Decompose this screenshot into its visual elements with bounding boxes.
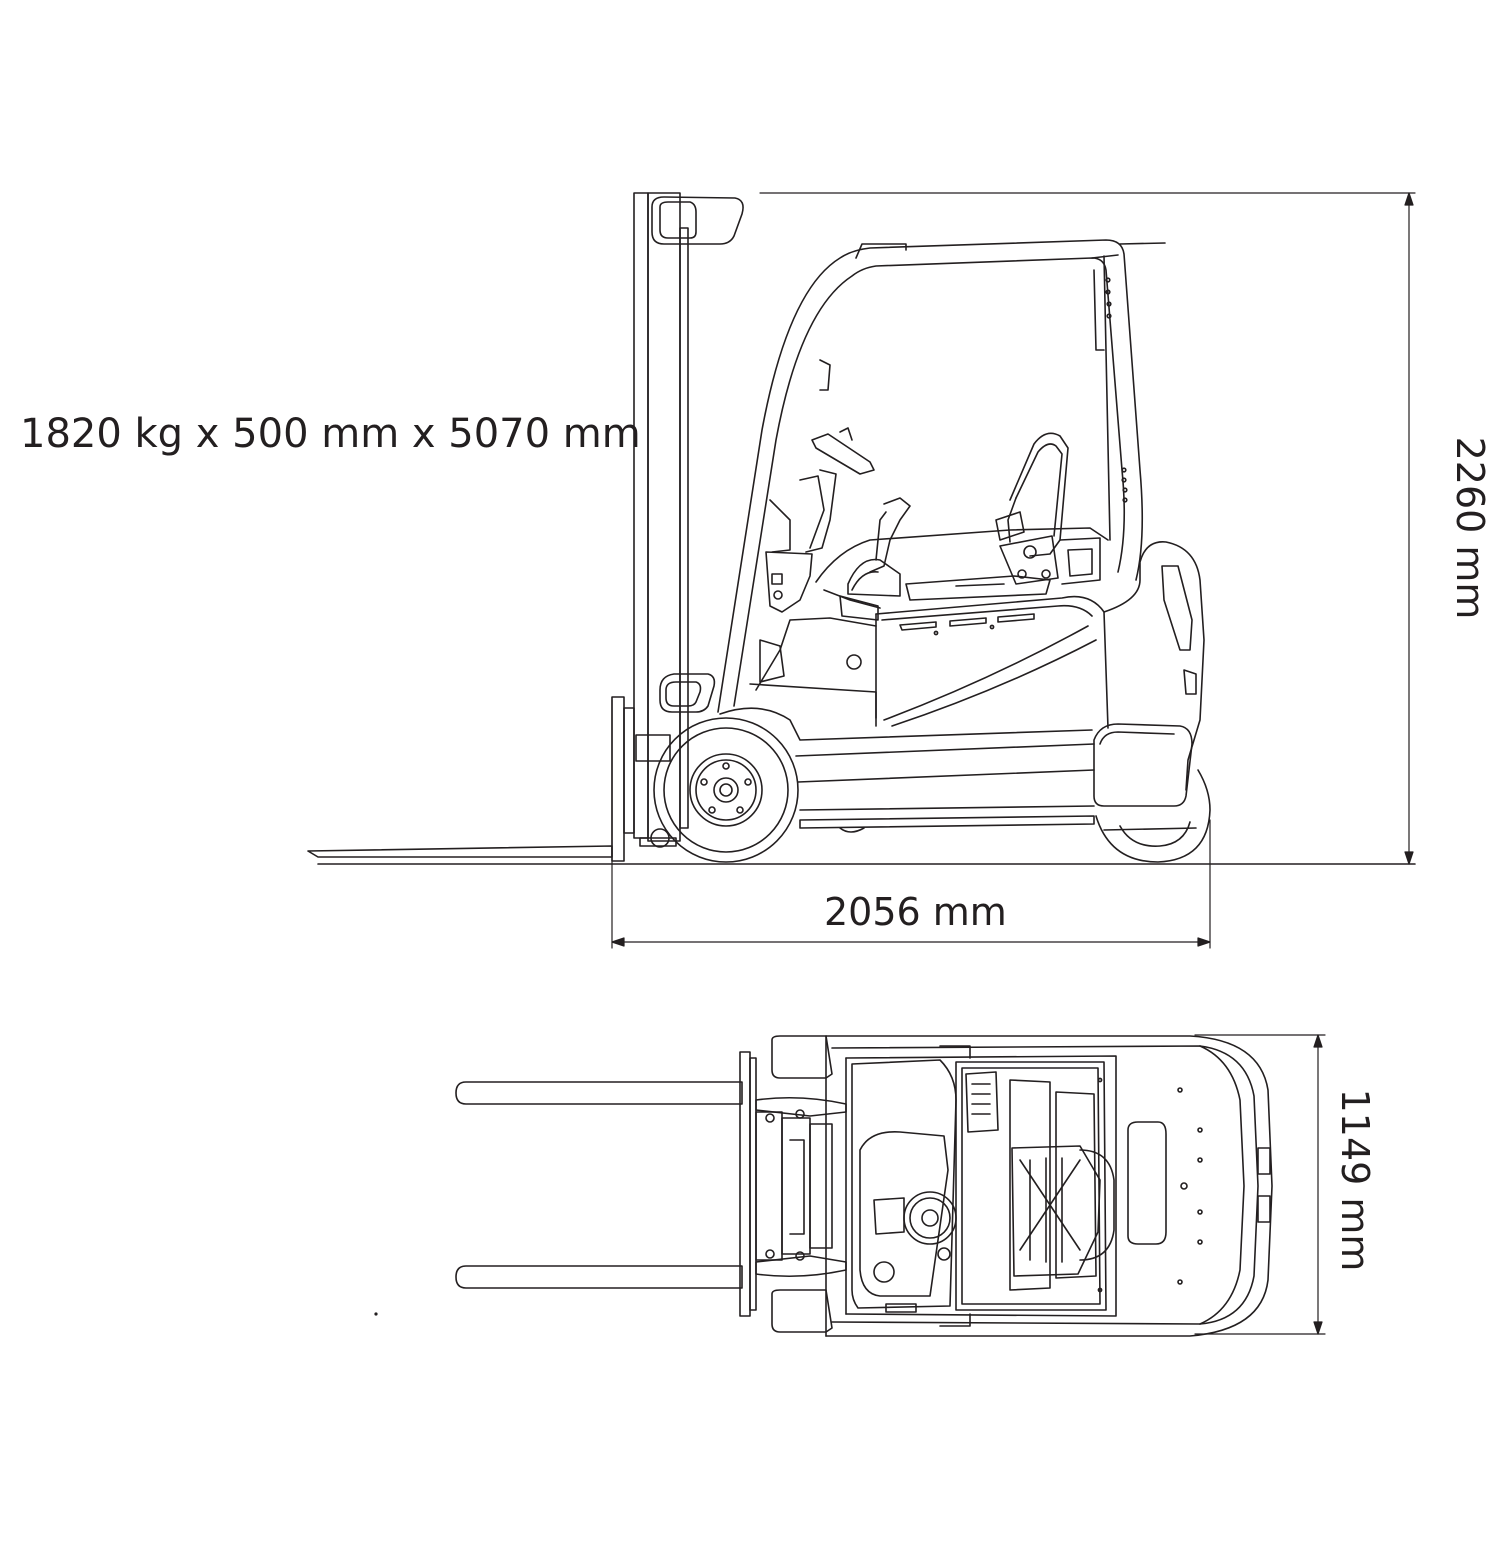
mast: [634, 193, 688, 847]
mast-top: [756, 1098, 846, 1277]
front-wheels-top: [772, 1036, 832, 1332]
chassis-top: [826, 1036, 1272, 1336]
length-dimension: [612, 700, 1210, 948]
rear-wheel: [1096, 770, 1210, 862]
front-wheel: [654, 718, 798, 862]
steering-column: [766, 428, 874, 612]
top-view: [456, 1035, 1325, 1336]
work-light-top: [652, 197, 743, 244]
stray-dot: [375, 1313, 377, 1315]
overhead-guard: [718, 240, 1165, 712]
width-dimension: [1195, 1035, 1325, 1334]
forks-top: [456, 1052, 756, 1316]
overall-length-label: 2056 mm: [824, 890, 1007, 934]
forks-side: [308, 697, 634, 861]
overall-width-label: 1149 mm: [1333, 1088, 1377, 1272]
overhead-guard-top: [940, 1046, 1106, 1326]
cabin-interior-top: [852, 1060, 1114, 1312]
operator-seat: [906, 433, 1068, 600]
side-view: [308, 193, 1415, 948]
capacity-label: 1820 kg x 500 mm x 5070 mm: [20, 411, 641, 457]
overall-height-label: 2260 mm: [1448, 436, 1492, 620]
height-dimension: [760, 193, 1415, 864]
control-lever: [848, 498, 910, 596]
chassis: [720, 542, 1204, 832]
work-light-bottom: [660, 674, 714, 712]
